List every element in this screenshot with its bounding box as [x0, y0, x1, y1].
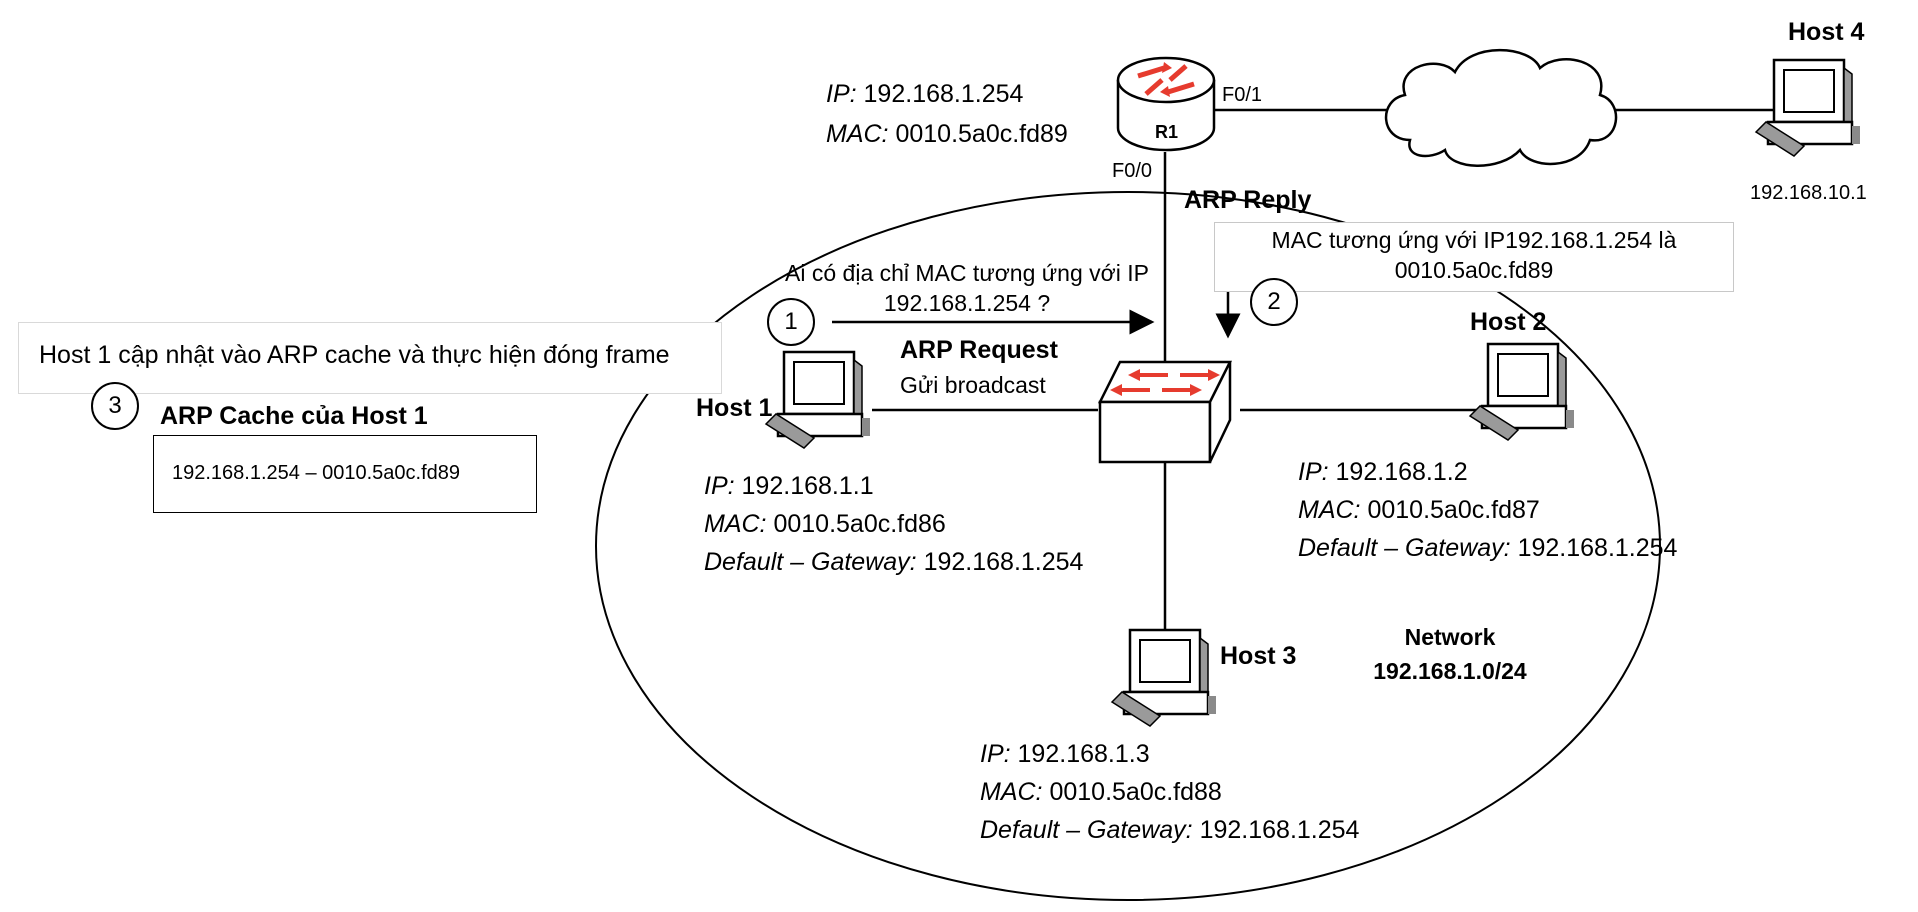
network-subnet: 192.168.1.0/24 — [1373, 658, 1527, 684]
step3-number: 3 — [91, 382, 139, 430]
router-port-wan: F0/1 — [1222, 84, 1263, 106]
step2-number: 2 — [1250, 278, 1298, 326]
host4-ip: 192.168.10.1 — [1750, 182, 1867, 204]
host1-mac: MAC: 0010.5a0c.fd86 — [704, 510, 946, 538]
network-ellipse — [595, 191, 1661, 901]
arp-cache-note: Host 1 cập nhật vào ARP cache và thực hi… — [39, 341, 670, 369]
host2-name: Host 2 — [1470, 308, 1547, 336]
arp-reply-box: MAC tương ứng với IP192.168.1.254 là 001… — [1214, 222, 1734, 292]
step1-number: 1 — [767, 298, 815, 346]
arp-cache-note-box: Host 1 cập nhật vào ARP cache và thực hi… — [18, 322, 722, 394]
arp-reply-text-line1: MAC tương ứng với IP192.168.1.254 là — [1271, 227, 1677, 253]
host1-gateway: Default – Gateway: 192.168.1.254 — [704, 548, 1084, 576]
host3-pc-icon — [1110, 628, 1218, 728]
host1-pc-icon — [764, 350, 872, 450]
arp-cache-entry: 192.168.1.254 – 0010.5a0c.fd89 — [172, 462, 461, 484]
host1-ip: IP: 192.168.1.1 — [704, 472, 874, 500]
arp-cache-title: ARP Cache của Host 1 — [160, 402, 428, 430]
router-name: R1 — [1155, 122, 1179, 142]
network-label: Network — [1404, 624, 1496, 650]
router-mac: MAC: 0010.5a0c.fd89 — [826, 120, 1068, 148]
host4-pc-icon — [1754, 58, 1862, 158]
switch-icon — [1097, 360, 1233, 464]
arp-reply-text-line2: 0010.5a0c.fd89 — [1394, 257, 1554, 283]
arp-request-subtitle: Gửi broadcast — [900, 372, 1046, 398]
host3-ip: IP: 192.168.1.3 — [980, 740, 1150, 768]
host2-mac: MAC: 0010.5a0c.fd87 — [1298, 496, 1540, 524]
arp-request-question-line2: 192.168.1.254 ? — [883, 290, 1051, 316]
arp-reply-title: ARP Reply — [1184, 186, 1312, 214]
arp-request-title: ARP Request — [900, 336, 1058, 364]
host2-gateway: Default – Gateway: 192.168.1.254 — [1298, 534, 1678, 562]
router-icon — [1116, 56, 1216, 152]
arp-cache-table: 192.168.1.254 – 0010.5a0c.fd89 — [153, 435, 537, 513]
host2-ip: IP: 192.168.1.2 — [1298, 458, 1468, 486]
host3-name: Host 3 — [1220, 642, 1297, 670]
router-ip: IP: 192.168.1.254 — [826, 80, 1024, 108]
host2-pc-icon — [1468, 342, 1576, 442]
host3-mac: MAC: 0010.5a0c.fd88 — [980, 778, 1222, 806]
arp-request-question-line1: Ai có địa chỉ MAC tương ứng với IP — [785, 260, 1149, 286]
router-port-lan: F0/0 — [1112, 160, 1153, 182]
host3-gateway: Default – Gateway: 192.168.1.254 — [980, 816, 1360, 844]
host4-name: Host 4 — [1788, 18, 1865, 46]
host1-name: Host 1 — [696, 394, 773, 422]
cloud-icon — [1384, 49, 1618, 167]
